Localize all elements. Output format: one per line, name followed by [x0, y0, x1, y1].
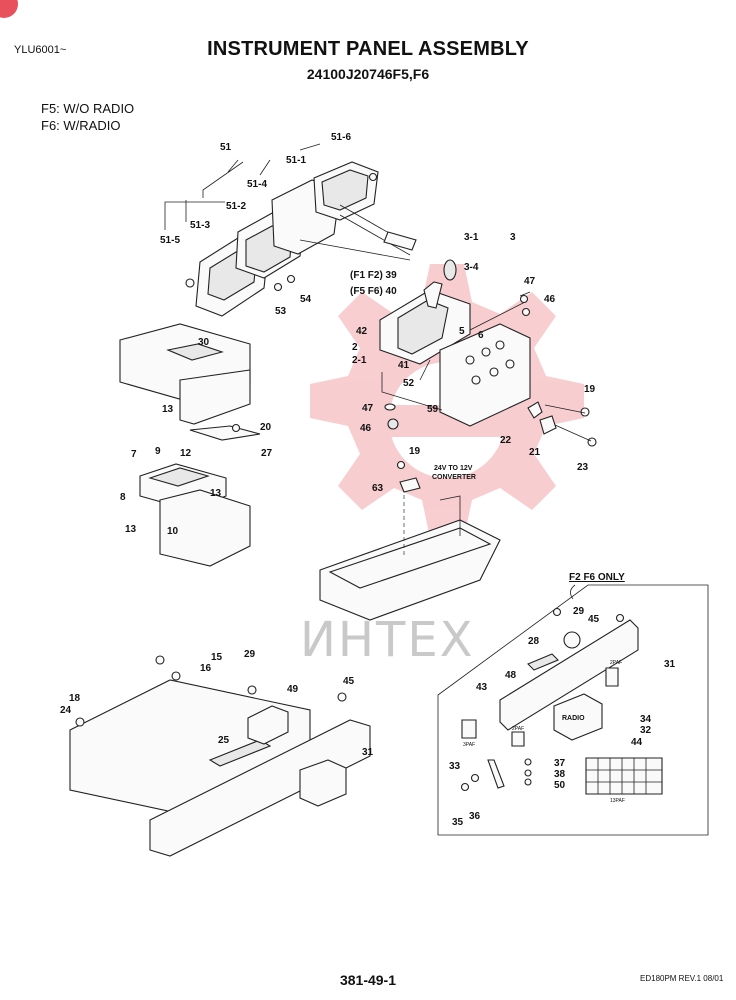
callout-10: 10 — [167, 526, 179, 537]
converter-note-line1: 24V TO 12V — [434, 465, 473, 472]
callout-44: 44 — [631, 737, 643, 748]
callout-13-console: 13 — [162, 404, 174, 415]
inset-title: F2 F6 ONLY — [569, 572, 625, 583]
callout-31-inset: 31 — [664, 659, 676, 670]
callout-59: 59 — [427, 404, 439, 415]
callout-29-inset: 29 — [573, 606, 585, 617]
callout-32: 32 — [640, 725, 652, 736]
callout-37: 37 — [554, 758, 566, 769]
callout-51-3: 51-3 — [190, 220, 210, 231]
callout-53: 53 — [275, 306, 287, 317]
callout-31-lower: 31 — [362, 747, 374, 758]
callout-labels: 51 51-6 51-1 51-4 51-2 51-3 51-5 53 54 3… — [60, 132, 676, 828]
callout-35: 35 — [452, 817, 464, 828]
callout-41: 41 — [398, 360, 410, 371]
callout-51-5: 51-5 — [160, 235, 180, 246]
corner-badge-icon — [0, 0, 18, 18]
callout-30: 30 — [198, 337, 210, 348]
callout-23: 23 — [577, 462, 589, 473]
callout-13-right: 13 — [210, 488, 222, 499]
callout-6: 6 — [478, 330, 484, 341]
callout-12: 12 — [180, 448, 192, 459]
callout-18: 18 — [69, 693, 81, 704]
callout-33: 33 — [449, 761, 461, 772]
connector-label-13paf: 13PAF — [610, 798, 625, 804]
connector-label-3paf: 3PAF — [463, 742, 475, 748]
page-title: INSTRUMENT PANEL ASSEMBLY — [207, 38, 529, 60]
callout-13-left: 13 — [125, 524, 137, 535]
variant-note-f6: F6: W/RADIO — [41, 118, 121, 133]
callout-47-top: 47 — [524, 276, 536, 287]
mounting-tray-group — [319, 460, 501, 621]
callout-47-mid: 47 — [362, 403, 374, 414]
callout-3-1: 3-1 — [464, 232, 479, 243]
callout-51-1: 51-1 — [286, 155, 306, 166]
converter-note-line2: CONVERTER — [432, 474, 476, 481]
part-number-subtitle: 24100J20746F5,F6 — [306, 66, 430, 82]
callout-39: (F1 F2) 39 — [350, 270, 397, 281]
callout-2-1: 2-1 — [352, 355, 367, 366]
callout-45-inset: 45 — [588, 614, 600, 625]
callout-52: 52 — [403, 378, 415, 389]
callout-34: 34 — [640, 714, 652, 725]
callout-36: 36 — [469, 811, 481, 822]
callout-9: 9 — [155, 446, 161, 457]
callout-49: 49 — [287, 684, 299, 695]
callout-2: 2 — [352, 342, 358, 353]
callout-48: 48 — [505, 670, 517, 681]
callout-51-6: 51-6 — [331, 132, 351, 143]
lower-frame-group — [69, 655, 371, 857]
callout-51-4: 51-4 — [247, 179, 267, 190]
callout-24: 24 — [60, 705, 72, 716]
callout-45-lower: 45 — [343, 676, 355, 687]
connector-label-2paf-mid: 2PAF — [512, 726, 524, 732]
callout-19-center: 19 — [409, 446, 421, 457]
page-number: 381-49-1 — [339, 972, 397, 988]
callout-21: 21 — [529, 447, 541, 458]
revision-note: ED180PM REV.1 08/01 — [640, 974, 724, 983]
callout-46-top: 46 — [544, 294, 556, 305]
callout-54: 54 — [300, 294, 312, 305]
radio-inset-group — [437, 584, 709, 836]
callout-27: 27 — [261, 448, 273, 459]
callout-19-right: 19 — [584, 384, 596, 395]
switch-panel-group — [379, 259, 597, 447]
callout-38: 38 — [554, 769, 566, 780]
callout-43: 43 — [476, 682, 488, 693]
callout-15: 15 — [211, 652, 223, 663]
callout-8: 8 — [120, 492, 126, 503]
callout-3-4: 3-4 — [464, 262, 479, 273]
callout-29-lower: 29 — [244, 649, 256, 660]
radio-label: RADIO — [562, 715, 585, 722]
callout-50: 50 — [554, 780, 566, 791]
callout-3: 3 — [510, 232, 516, 243]
callout-63: 63 — [372, 483, 384, 494]
variant-note-f5: F5: W/O RADIO — [41, 101, 135, 116]
callout-46-mid: 46 — [360, 423, 372, 434]
connector-label-2paf-top: 2PAF — [610, 660, 622, 666]
callout-51: 51 — [220, 142, 232, 153]
callout-25: 25 — [218, 735, 230, 746]
side-console-group — [119, 323, 261, 567]
instrument-cluster-group — [164, 143, 417, 317]
callout-5: 5 — [459, 326, 465, 337]
callout-22: 22 — [500, 435, 512, 446]
callout-16: 16 — [200, 663, 212, 674]
watermark-text: ИНТЕХ — [300, 612, 475, 668]
callout-28: 28 — [528, 636, 540, 647]
callout-42: 42 — [356, 326, 368, 337]
callout-40: (F5 F6) 40 — [350, 286, 397, 297]
callout-20: 20 — [260, 422, 272, 433]
callout-7: 7 — [131, 449, 137, 460]
model-code: YLU6001~ — [14, 44, 67, 56]
callout-51-2: 51-2 — [226, 201, 246, 212]
